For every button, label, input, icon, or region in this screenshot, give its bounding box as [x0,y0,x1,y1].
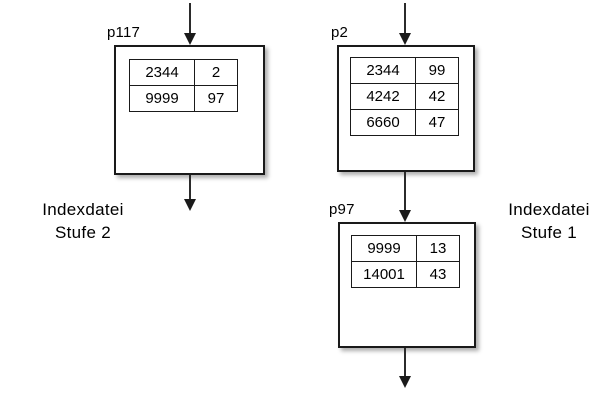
table-row: 2344 99 [350,57,459,84]
node-box-p117[interactable]: 2344 2 9999 97 [114,45,265,175]
caption-line-2: Stufe 1 [521,223,577,242]
key-table-p2: 2344 99 4242 42 6660 47 [350,57,459,136]
node-box-p97[interactable]: 9999 13 14001 43 [338,222,476,348]
key-cell: 2344 [129,59,195,86]
caption-line-1: Indexdatei [508,200,590,219]
caption-line-1: Indexdatei [42,200,124,219]
arrow-shaft [404,172,406,212]
table-row: 9999 13 [351,235,460,262]
arrow-head [184,33,196,45]
key-cell: 14001 [351,261,417,288]
pointer-cell: 42 [415,83,459,110]
arrow-shaft [404,3,406,35]
table-row: 6660 47 [350,109,459,136]
caption-line-2: Stufe 2 [55,223,111,242]
pointer-cell: 43 [416,261,460,288]
arrow-shaft [189,3,191,35]
pointer-cell: 99 [415,57,459,84]
arrow-shaft [404,348,406,378]
pointer-cell: 97 [194,85,238,112]
table-row: 2344 2 [129,59,238,86]
arrow-head [399,33,411,45]
node-box-p2[interactable]: 2344 99 4242 42 6660 47 [337,45,475,172]
table-row: 9999 97 [129,85,238,112]
key-cell: 9999 [351,235,417,262]
key-cell: 2344 [350,57,416,84]
key-cell: 9999 [129,85,195,112]
node-label-p97: p97 [329,201,355,218]
node-label-p117: p117 [107,24,141,41]
pointer-cell: 13 [416,235,460,262]
key-cell: 6660 [350,109,416,136]
caption-index-level-1: Indexdatei Stufe 1 [490,198,608,244]
arrow-head [399,210,411,222]
pointer-cell: 2 [194,59,238,86]
key-table-p117: 2344 2 9999 97 [129,59,238,112]
key-cell: 4242 [350,83,416,110]
table-row: 14001 43 [351,261,460,288]
arrow-shaft [189,175,191,201]
arrow-head [399,376,411,388]
caption-index-level-2: Indexdatei Stufe 2 [8,198,158,244]
table-row: 4242 42 [350,83,459,110]
key-table-p97: 9999 13 14001 43 [351,235,460,288]
pointer-cell: 47 [415,109,459,136]
node-label-p2: p2 [331,24,349,41]
arrow-head [184,199,196,211]
